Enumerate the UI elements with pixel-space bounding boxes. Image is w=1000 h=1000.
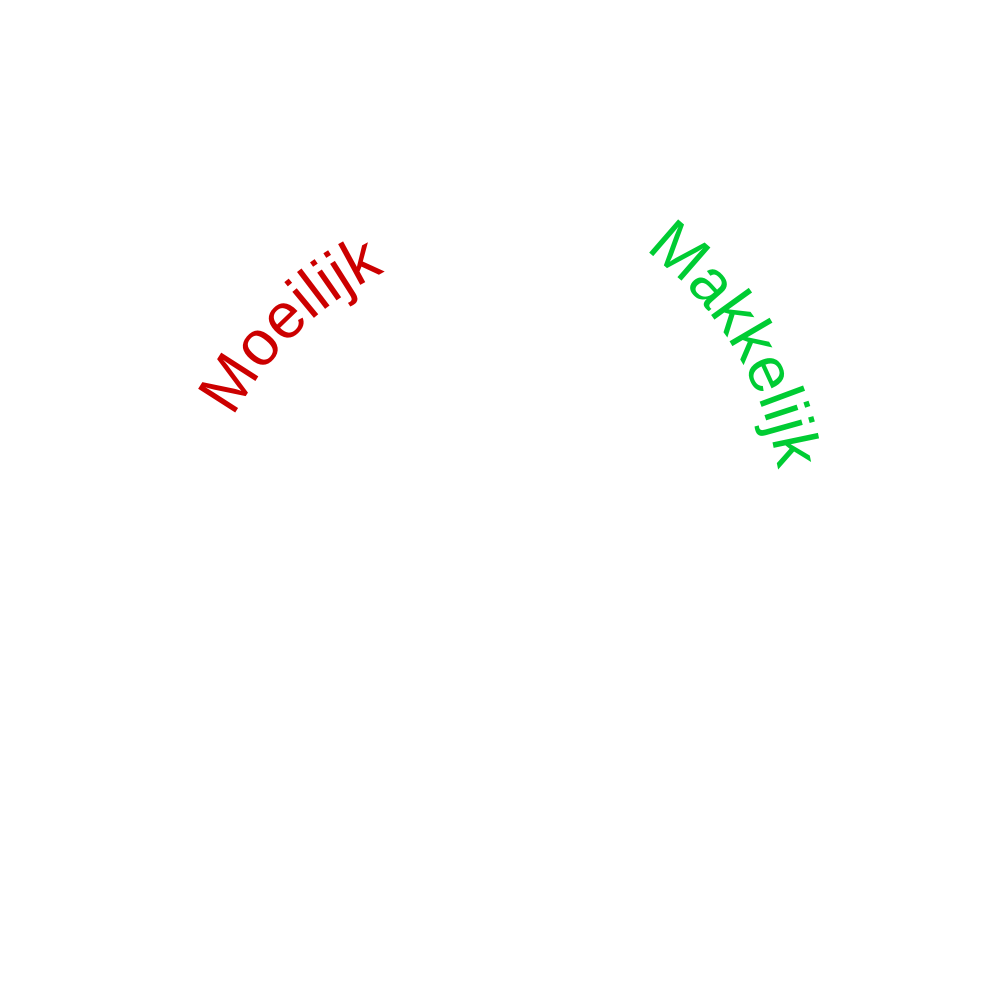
hard-label-text: Moeilijk [184, 220, 393, 424]
easy-label-text: Makkelijk [636, 205, 835, 473]
hard-label: Moeilijk [184, 220, 393, 424]
easy-label: Makkelijk [636, 205, 835, 473]
